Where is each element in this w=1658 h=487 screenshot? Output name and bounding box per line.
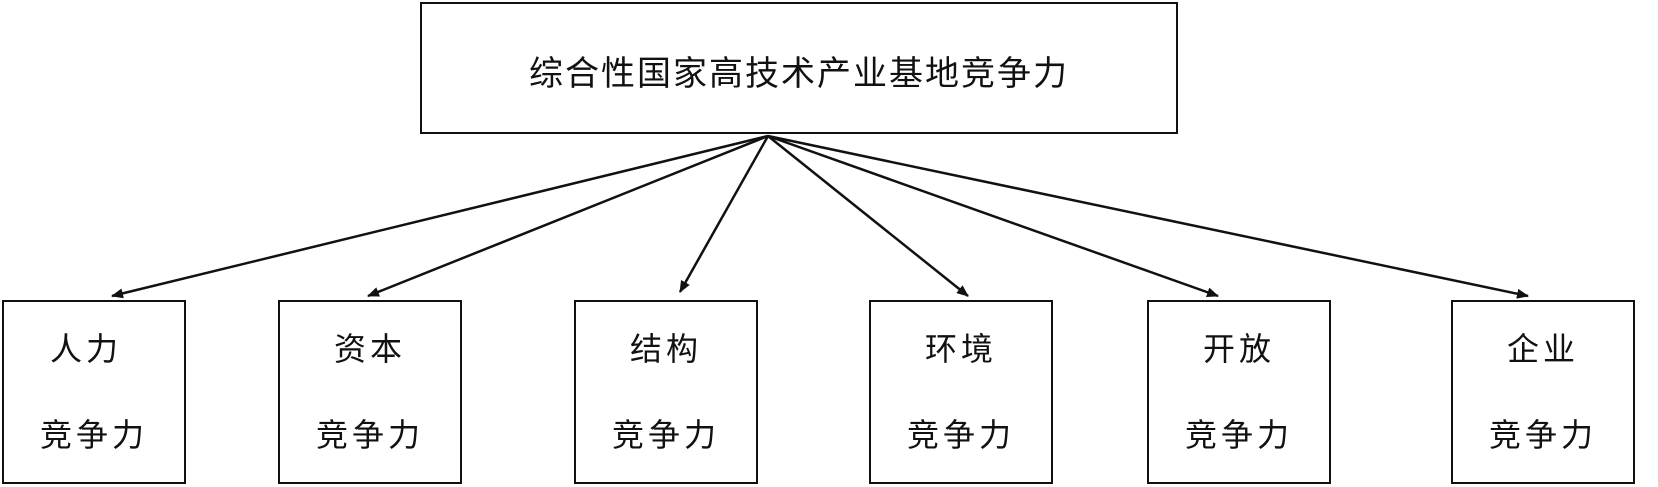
child-node-human: 人力 竞争力	[2, 300, 186, 484]
arrow-to-openness	[767, 134, 1219, 298]
arrow-to-environment	[767, 135, 969, 297]
child-node-label: 开放	[1202, 330, 1275, 368]
child-node-sublabel: 竞争力	[906, 416, 1015, 454]
root-node: 综合性国家高技术产业基地竞争力	[420, 2, 1178, 134]
arrow-to-human	[111, 134, 769, 299]
child-node-sublabel: 竞争力	[39, 416, 148, 454]
child-node-sublabel: 竞争力	[611, 416, 720, 454]
root-node-label: 综合性国家高技术产业基地竞争力	[529, 54, 1069, 94]
child-node-openness: 开放 竞争力	[1147, 300, 1331, 484]
child-node-structure: 结构 竞争力	[574, 300, 758, 484]
arrow-to-capital	[367, 134, 769, 298]
child-node-sublabel: 竞争力	[315, 416, 424, 454]
child-node-enterprise: 企业 竞争力	[1451, 300, 1635, 484]
child-node-label: 环境	[924, 330, 997, 368]
child-node-environment: 环境 竞争力	[869, 300, 1053, 484]
child-node-label: 结构	[629, 330, 702, 368]
arrow-to-structure	[678, 135, 770, 293]
child-node-sublabel: 竞争力	[1184, 416, 1293, 454]
child-node-sublabel: 竞争力	[1488, 416, 1597, 454]
arrow-to-enterprise	[767, 134, 1529, 299]
child-node-label: 企业	[1506, 330, 1579, 368]
child-node-label: 资本	[333, 330, 406, 368]
child-node-label: 人力	[50, 330, 123, 368]
child-node-capital: 资本 竞争力	[278, 300, 462, 484]
